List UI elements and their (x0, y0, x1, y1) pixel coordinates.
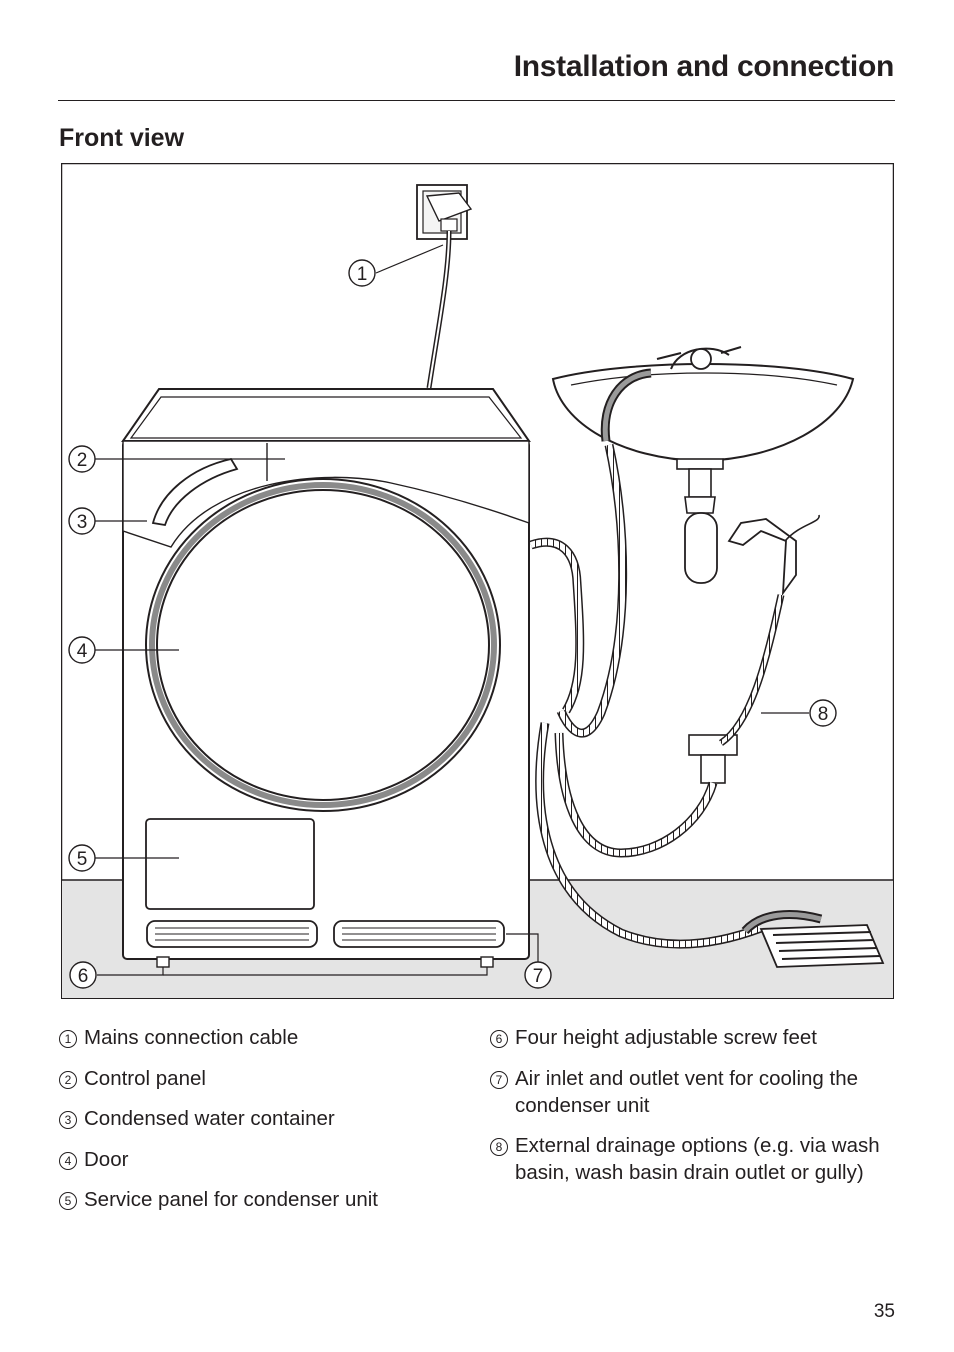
callout-6: 6 (69, 961, 97, 989)
page-number: 35 (873, 1301, 895, 1322)
legend-number-badge: 3 (59, 1111, 77, 1129)
callout-8: 8 (809, 699, 837, 727)
callout-5: 5 (68, 844, 96, 872)
dryer (121, 388, 531, 968)
legend-number-badge: 4 (59, 1151, 77, 1170)
svg-text:8: 8 (818, 704, 829, 725)
wall-socket (416, 184, 473, 240)
legend-right-column: 6 Four height adjustable screw feet 7 Ai… (490, 1024, 900, 1200)
callout-1: 1 (348, 259, 376, 287)
legend-text: Four height adjustable screw feet (515, 1026, 817, 1049)
wash-basin (551, 346, 855, 584)
legend-number-badge: 2 (59, 1070, 77, 1089)
svg-text:5: 5 (77, 849, 88, 870)
legend-item: 3 Condensed water container (59, 1105, 459, 1132)
legend-text: Door (84, 1147, 129, 1171)
legend-text: Condensed water container (84, 1107, 335, 1130)
svg-text:2: 2 (77, 450, 88, 471)
legend-item: 4 Door (59, 1146, 459, 1173)
svg-text:6: 6 (78, 966, 89, 987)
legend-item: 2 Control panel (59, 1065, 459, 1092)
legend-number-badge: 1 (59, 1030, 77, 1048)
header-divider (58, 100, 895, 101)
legend-item: 1 Mains connection cable (59, 1024, 459, 1051)
callout-4: 4 (68, 636, 96, 664)
page-header-title: Installation and connection (513, 50, 895, 83)
legend-number-badge: 7 (490, 1070, 508, 1089)
legend-number-badge: 8 (490, 1138, 508, 1156)
legend-text: Air inlet and outlet vent for cooling th… (515, 1066, 859, 1117)
callout-7: 7 (524, 961, 552, 989)
svg-text:3: 3 (77, 512, 88, 533)
legend-number-badge: 5 (59, 1192, 77, 1210)
legend-item: 6 Four height adjustable screw feet (490, 1024, 900, 1051)
svg-text:7: 7 (533, 966, 544, 987)
legend-item: 7 Air inlet and outlet vent for cooling … (490, 1065, 900, 1119)
legend-text: Control panel (84, 1066, 206, 1090)
section-title: Front view (59, 124, 185, 152)
vent-right (333, 920, 505, 948)
legend-left-column: 1 Mains connection cable 2 Control panel… (59, 1024, 459, 1227)
vent-left (146, 920, 318, 948)
svg-text:4: 4 (77, 641, 88, 662)
front-view-illustration: 1 2 3 4 5 6 7 8 (61, 163, 894, 999)
legend-number-badge: 6 (490, 1030, 508, 1048)
callout-2: 2 (68, 445, 96, 473)
legend-item: 5 Service panel for condenser unit (59, 1186, 459, 1213)
legend-text: Service panel for condenser unit (84, 1188, 379, 1211)
legend-text: Mains connection cable (84, 1026, 299, 1049)
legend-item: 8 External drainage options (e.g. via wa… (490, 1132, 900, 1186)
callout-3: 3 (68, 507, 96, 535)
svg-text:1: 1 (357, 264, 368, 285)
floor-gully (741, 910, 885, 968)
legend-text: External drainage options (e.g. via wash… (515, 1134, 880, 1184)
